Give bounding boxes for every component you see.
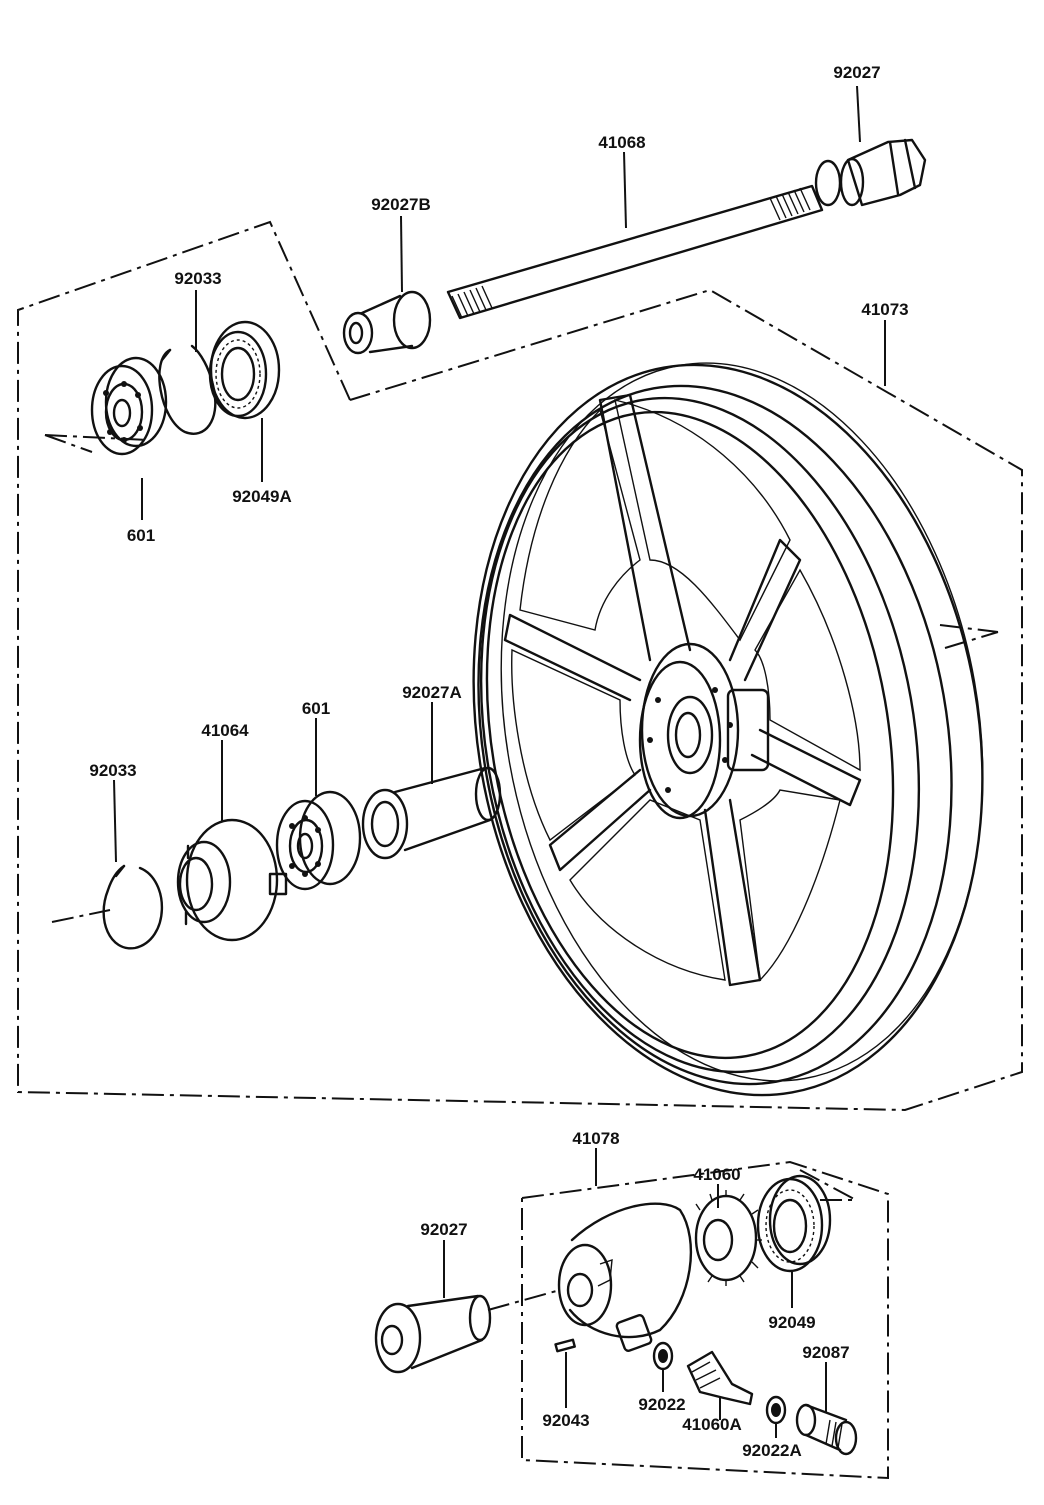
drive-gear-41060: [694, 1190, 762, 1286]
circlip-92033-top: [158, 344, 217, 435]
label-41060: 41060: [693, 1165, 740, 1184]
label-92022A: 92022A: [742, 1441, 802, 1460]
bearing-601-top: [90, 356, 168, 456]
label-92027-top: 92027: [833, 63, 880, 82]
main-assembly-boundary: [17, 220, 1023, 1112]
pinion-41060A: [686, 1350, 754, 1406]
seal-92049: [756, 1174, 832, 1273]
label-41064: 41064: [201, 721, 249, 740]
collar-92027-bottom: [374, 1294, 492, 1374]
label-92027-bottom: 92027: [420, 1220, 467, 1239]
circlip-92033-mid: [102, 864, 164, 950]
retainer-41064: [176, 818, 288, 942]
washer-92022A: [765, 1395, 787, 1425]
label-92049A: 92049A: [232, 487, 292, 506]
label-41060A: 41060A: [682, 1415, 742, 1434]
cast-wheel-41073: [472, 362, 984, 1097]
label-92027B: 92027B: [371, 195, 431, 214]
spacer-92027B: [342, 290, 432, 355]
axle-41068: [446, 184, 824, 320]
label-92033-top: 92033: [174, 269, 221, 288]
washer-92022: [652, 1341, 674, 1371]
seal-92049A: [208, 320, 281, 420]
axle-nut-92027-top: [814, 138, 927, 207]
label-601-mid: 601: [302, 699, 330, 718]
speedometer-gearbox-41078: [557, 1202, 693, 1352]
label-92027A: 92027A: [402, 683, 462, 702]
label-92049: 92049: [768, 1313, 815, 1332]
bearing-601-mid: [275, 790, 362, 891]
leader-lines: [113, 85, 886, 1438]
label-92033-mid: 92033: [89, 761, 136, 780]
label-41073: 41073: [861, 300, 908, 319]
pin-92043: [554, 1338, 576, 1353]
label-601-top: 601: [127, 526, 155, 545]
part-labels: 92027 41068 92027B 92033 41073 601 92049…: [89, 63, 908, 1460]
label-92022: 92022: [638, 1395, 685, 1414]
label-41068: 41068: [598, 133, 645, 152]
collar-92027A: [361, 766, 502, 860]
label-92043: 92043: [542, 1411, 589, 1430]
label-41078: 41078: [572, 1129, 619, 1148]
label-92087: 92087: [802, 1343, 849, 1362]
bushing-92087: [795, 1403, 858, 1456]
